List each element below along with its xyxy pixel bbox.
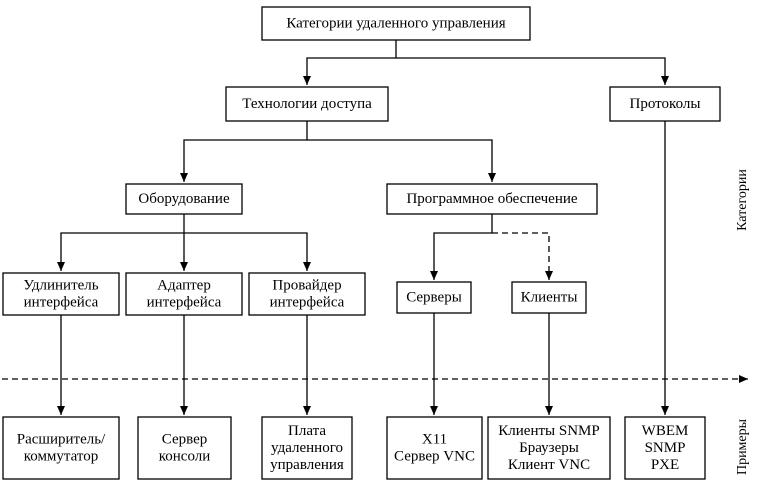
interface-adapter-box-line-2: интерфейса — [147, 295, 222, 311]
interface-provider-box-line-2: интерфейса — [270, 295, 345, 311]
boxes: Категории удаленного управленияТехнологи… — [2, 6, 721, 480]
protocols-box-frame — [609, 86, 721, 122]
software-box: Программное обеспечение — [386, 183, 598, 215]
connector-access-to-software — [307, 139, 496, 182]
servers-box-frame — [396, 281, 472, 314]
example-x11-vnc-box-frame — [386, 416, 483, 480]
example-switch-box-line-2: коммутатор — [24, 449, 99, 465]
servers-box: Серверы — [396, 281, 472, 314]
protocols-box-line-1: Протоколы — [630, 96, 701, 112]
interface-extender-box-frame — [2, 272, 120, 316]
example-remote-card-box-line-3: управления — [270, 457, 344, 473]
example-x11-vnc-box-line-2: Сервер VNC — [394, 449, 475, 465]
side-label-examples: Примеры — [735, 418, 750, 475]
connector-software-to-servers — [430, 214, 493, 280]
connector-hardware-to-provider — [184, 232, 311, 271]
example-protocols-box-line-2: SNMP — [645, 440, 686, 456]
connector-root-to-access — [303, 40, 397, 85]
interface-adapter-box-line-1: Адаптер — [157, 278, 211, 294]
example-switch-box-line-1: Расширитель/ — [17, 432, 106, 448]
example-console-server-box-frame — [137, 416, 232, 480]
software-box-frame — [386, 183, 598, 215]
interface-extender-box-line-2: интерфейса — [24, 295, 99, 311]
software-box-line-1: Программное обеспечение — [406, 191, 577, 207]
connector-hardware-to-extender — [57, 232, 184, 271]
side-label-categories: Категории — [735, 169, 750, 231]
example-remote-card-box-line-1: Плата — [288, 423, 326, 439]
example-protocols-box-line-3: PXE — [651, 457, 679, 473]
clients-box-frame — [511, 281, 587, 314]
access-technologies-box-frame — [225, 86, 389, 122]
clients-box: Клиенты — [511, 281, 587, 314]
example-snmp-clients-box-line-1: Клиенты SNMP — [498, 423, 599, 439]
connector-root-to-protocols — [396, 57, 669, 85]
example-remote-card-box-frame — [261, 416, 353, 480]
interface-extender-box-line-1: Удлинитель — [23, 278, 98, 294]
example-console-server-box-line-2: консоли — [159, 449, 211, 465]
clients-box-line-1: Клиенты — [521, 290, 578, 306]
example-snmp-clients-box-line-2: Браузеры — [519, 440, 579, 456]
servers-box-line-1: Серверы — [406, 290, 462, 306]
access-technologies-box-line-1: Технологии доступа — [242, 96, 372, 112]
hardware-box-frame — [125, 183, 243, 215]
root-category-box-line-1: Категории удаленного управления — [286, 16, 505, 32]
hardware-box: Оборудование — [125, 183, 243, 215]
interface-provider-box-frame — [248, 272, 366, 316]
connector-access-to-hardware — [180, 121, 308, 182]
root-category-box: Категории удаленного управления — [261, 6, 531, 41]
example-snmp-clients-box-line-3: Клиент VNC — [508, 457, 590, 473]
interface-provider-box-line-1: Провайдер — [272, 278, 341, 294]
protocols-box: Протоколы — [609, 86, 721, 122]
example-snmp-clients-box-frame — [487, 416, 611, 480]
access-technologies-box: Технологии доступа — [225, 86, 389, 122]
hardware-box-line-1: Оборудование — [138, 191, 230, 207]
interface-adapter-box-frame — [125, 272, 243, 316]
root-category-box-frame — [261, 6, 531, 41]
example-remote-card-box-line-2: удаленного — [271, 440, 343, 456]
example-protocols-box-frame — [624, 416, 706, 480]
example-switch-box-frame — [2, 416, 120, 480]
example-protocols-box-line-1: WBEM — [642, 423, 689, 439]
example-switch-box: Расширитель/коммутатор — [2, 416, 120, 480]
example-console-server-box-line-1: Сервер — [162, 432, 208, 448]
connectors — [2, 40, 748, 415]
connector-software-to-clients-dashed — [492, 232, 553, 280]
example-x11-vnc-box-line-1: X11 — [422, 432, 447, 448]
